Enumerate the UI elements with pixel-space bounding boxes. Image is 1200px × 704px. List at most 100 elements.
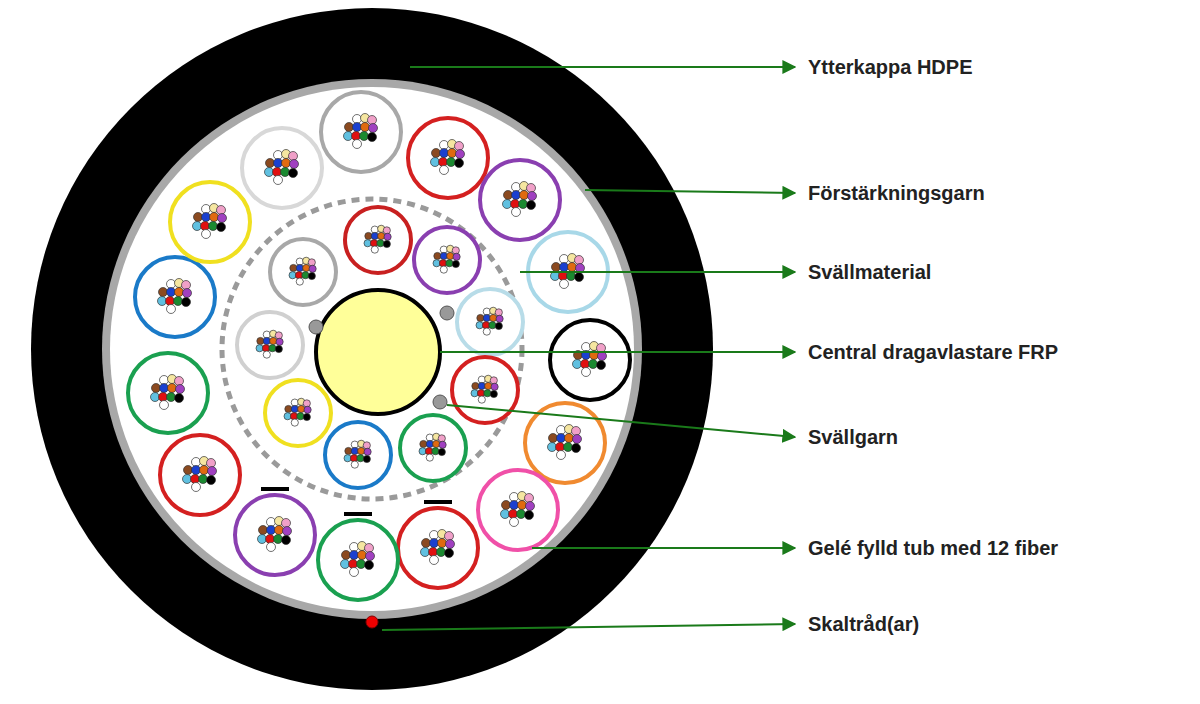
- optical-fiber: [352, 132, 361, 141]
- tube-wall: [265, 380, 331, 446]
- optical-fiber: [275, 332, 282, 339]
- tube-wall: [414, 227, 480, 293]
- optical-fiber: [342, 551, 351, 560]
- optical-fiber: [440, 166, 449, 175]
- optical-fiber: [456, 150, 465, 159]
- optical-fiber: [452, 260, 459, 267]
- optical-fiber: [344, 132, 353, 141]
- optical-fiber: [349, 560, 358, 569]
- optical-fiber: [274, 535, 283, 544]
- optical-fiber: [291, 419, 298, 426]
- optical-fiber: [491, 383, 498, 390]
- optical-fiber: [358, 551, 367, 560]
- optical-fiber: [159, 393, 168, 402]
- optical-fiber: [192, 483, 201, 492]
- leader-line: [410, 66, 795, 68]
- optical-fiber: [202, 205, 211, 214]
- optical-fiber: [274, 159, 283, 168]
- tube-wall: [237, 312, 303, 378]
- swelling-yarn: [440, 306, 454, 320]
- optical-fiber: [175, 394, 184, 403]
- optical-fiber: [353, 140, 362, 149]
- optical-fiber: [201, 222, 210, 231]
- optical-fiber: [217, 223, 226, 232]
- fiber-tube: [325, 422, 391, 488]
- optical-fiber: [208, 467, 217, 476]
- fiber-tube: [414, 227, 480, 293]
- optical-fiber: [281, 168, 290, 177]
- optical-fiber: [267, 543, 276, 552]
- fiber-tube: [235, 495, 315, 575]
- optical-fiber: [484, 390, 491, 397]
- optical-fiber: [341, 560, 350, 569]
- fiber-tube: [170, 182, 250, 262]
- optical-fiber: [447, 252, 454, 259]
- tube-wall: [398, 508, 478, 588]
- optical-fiber: [525, 511, 534, 520]
- optical-fiber: [495, 322, 502, 329]
- optical-fiber: [365, 544, 374, 553]
- optical-fiber: [383, 240, 390, 247]
- tube-wall: [408, 118, 488, 198]
- optical-fiber: [364, 448, 371, 455]
- reinforcement-yarn: [102, 79, 642, 619]
- optical-fiber: [361, 123, 370, 132]
- fiber-tube: [480, 160, 560, 240]
- optical-fiber: [445, 532, 454, 541]
- optical-fiber: [309, 265, 316, 272]
- optical-fiber: [597, 361, 606, 370]
- optical-fiber: [365, 561, 374, 570]
- optical-fiber: [289, 169, 298, 178]
- optical-fiber: [438, 539, 447, 548]
- part-label: Skaltråd(ar): [808, 611, 919, 637]
- optical-fiber: [275, 345, 282, 352]
- optical-fiber: [183, 289, 192, 298]
- optical-fiber: [433, 440, 440, 447]
- optical-fiber: [503, 200, 512, 209]
- optical-fiber: [209, 222, 218, 231]
- optical-fiber: [160, 376, 169, 385]
- tube-mark: [261, 487, 289, 491]
- leader-lines: [382, 67, 795, 630]
- optical-fiber: [426, 454, 433, 461]
- optical-fiber: [194, 213, 203, 222]
- optical-fiber: [369, 124, 378, 133]
- fiber-tube: [321, 92, 401, 172]
- optical-fiber: [199, 475, 208, 484]
- optical-fiber: [167, 305, 176, 314]
- optical-fiber: [274, 151, 283, 160]
- optical-fiber: [303, 400, 310, 407]
- optical-fiber: [266, 159, 275, 168]
- optical-fiber: [151, 393, 160, 402]
- optical-fiber: [478, 396, 485, 403]
- fiber-tube: [318, 520, 398, 600]
- leader-line: [585, 190, 795, 193]
- optical-fiber: [520, 191, 529, 200]
- fiber-tube: [400, 415, 466, 481]
- optical-fiber: [517, 510, 526, 519]
- leader-line: [440, 351, 795, 353]
- tube-wall: [550, 320, 630, 400]
- tube-wall: [480, 160, 560, 240]
- part-label: Ytterkappa HDPE: [808, 54, 973, 80]
- outer-jacket: [31, 8, 713, 690]
- optical-fiber: [159, 288, 168, 297]
- optical-fiber: [167, 288, 176, 297]
- fiber-tube: [160, 435, 240, 515]
- optical-fiber: [528, 192, 537, 201]
- tube-wall: [452, 357, 518, 423]
- tube-mark: [344, 512, 372, 516]
- optical-fiber: [437, 548, 446, 557]
- optical-fiber: [267, 526, 276, 535]
- optical-fiber: [430, 556, 439, 565]
- optical-fiber: [297, 413, 304, 420]
- optical-fiber: [368, 116, 377, 125]
- optical-fiber: [453, 253, 460, 260]
- optical-fiber: [432, 448, 439, 455]
- part-label: Svällmaterial: [808, 259, 931, 285]
- optical-fiber: [490, 314, 497, 321]
- optical-fiber: [452, 247, 459, 254]
- optical-fiber: [202, 213, 211, 222]
- leader-line: [532, 547, 795, 549]
